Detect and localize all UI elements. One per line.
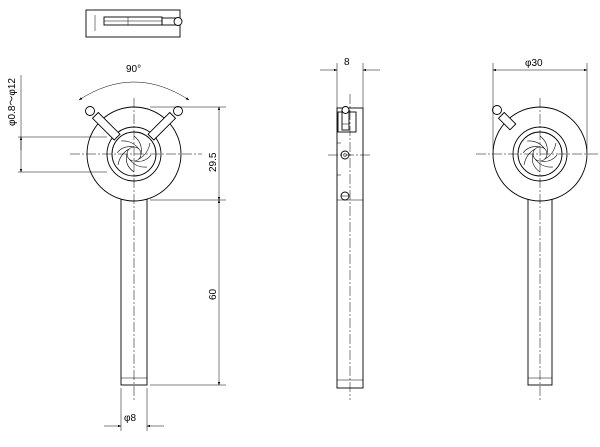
top-view	[85, 9, 183, 38]
dim-thickness-label: 8	[344, 57, 350, 68]
dim-angle-label: 90°	[126, 64, 141, 75]
side-dimensions: 8	[320, 57, 380, 108]
side-view	[328, 94, 372, 400]
dim-aperture-label: φ0.8～φ12	[7, 78, 18, 126]
front-view	[70, 98, 202, 400]
rear-view	[476, 98, 600, 400]
dim-rod-length-label: 60	[208, 288, 219, 300]
dim-rod-diameter-label: φ8	[124, 413, 136, 424]
rear-dimensions: φ30	[492, 58, 588, 150]
front-lever-right	[147, 106, 183, 141]
dim-outer-diameter-label: φ30	[525, 58, 543, 69]
rear-lever	[492, 105, 517, 131]
dim-ring-offset-label: 29.5	[208, 152, 219, 172]
front-dimensions: 90° φ0.8～φ12 29.5 60 φ8	[7, 64, 226, 431]
front-lever-left	[85, 106, 121, 141]
